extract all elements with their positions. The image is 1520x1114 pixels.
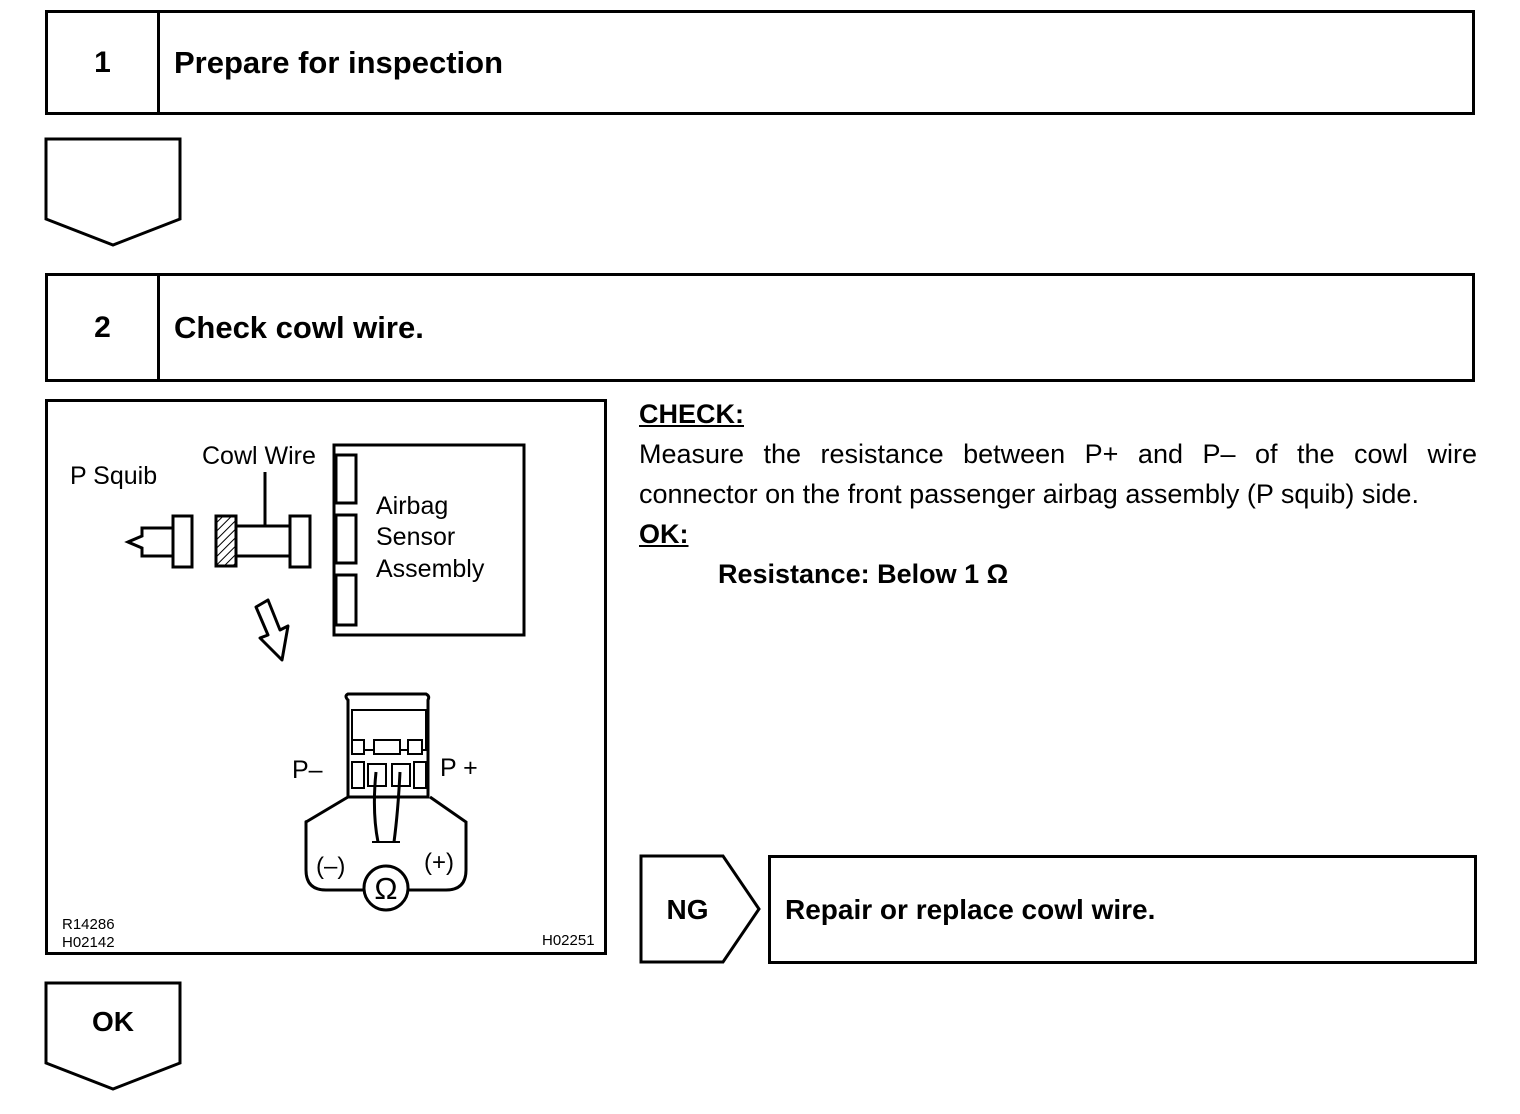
step-2-number: 2 <box>48 276 160 379</box>
p-squib-label: P Squib <box>70 462 157 490</box>
meter-plus-label: (+) <box>424 849 454 876</box>
resistance-spec: Resistance: Below 1 Ω <box>718 559 1009 589</box>
ok-arrow <box>44 981 182 1091</box>
sensor-label-line1: Airbag <box>376 492 448 520</box>
step-2-box: 2 Check cowl wire. <box>45 273 1475 382</box>
ok-label: OK <box>92 1006 134 1037</box>
wiring-figure: P Squib Cowl Wire Airbag Sensor Assembly <box>45 399 607 955</box>
connector-face <box>344 692 431 799</box>
p-minus-label: P– <box>292 756 323 784</box>
check-body: Measure the resistance between P+ and P–… <box>639 439 1477 509</box>
view-arrow-icon <box>254 598 290 662</box>
sensor-label-line3: Assembly <box>376 555 485 583</box>
check-instructions: CHECK: Measure the resistance between P+… <box>639 394 1477 594</box>
flow-down-arrow <box>44 137 182 247</box>
ng-arrow <box>639 854 761 964</box>
step-1-box: 1 Prepare for inspection <box>45 10 1475 115</box>
cowl-wire-diagram: P Squib Cowl Wire Airbag Sensor Assembly <box>62 442 595 951</box>
airbag-sensor-assembly: Airbag Sensor Assembly <box>332 443 526 637</box>
step-1-title: Prepare for inspection <box>174 44 504 80</box>
sensor-label-line2: Sensor <box>376 523 455 551</box>
cowl-wire-harness <box>214 472 312 569</box>
step-1-number: 1 <box>48 13 160 112</box>
cowl-wire-label: Cowl Wire <box>202 442 316 470</box>
p-squib-connector <box>124 514 194 569</box>
p-plus-label: P + <box>440 754 478 782</box>
figure-code-1: R14286 <box>62 916 115 933</box>
ohm-symbol: Ω <box>374 871 397 906</box>
check-heading: CHECK: <box>639 399 744 429</box>
ok-heading: OK: <box>639 519 689 549</box>
ng-action-text: Repair or replace cowl wire. <box>785 893 1156 925</box>
figure-code-2: H02142 <box>62 934 115 951</box>
ohmmeter: Ω (–) (+) <box>304 771 468 912</box>
figure-code-3: H02251 <box>542 932 595 949</box>
step-2-title: Check cowl wire. <box>174 309 424 345</box>
ng-action-box: Repair or replace cowl wire. <box>768 855 1477 964</box>
ng-label: NG <box>666 893 709 925</box>
meter-minus-label: (–) <box>316 853 345 880</box>
